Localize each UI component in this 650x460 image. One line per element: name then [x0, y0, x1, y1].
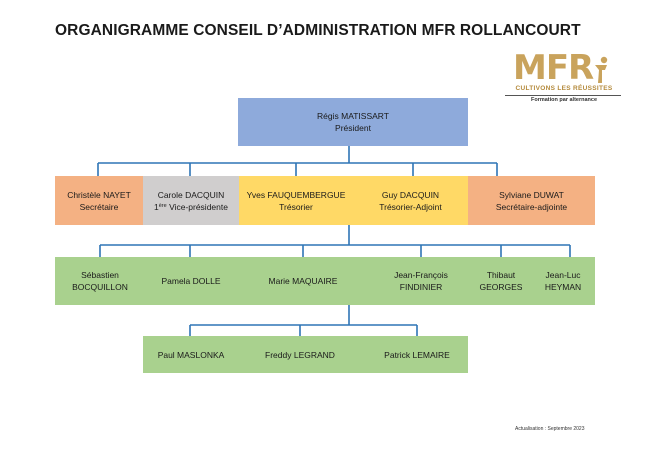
- role-rest: Vice-présidente: [166, 201, 228, 212]
- officer-name: Guy DACQUIN: [381, 189, 440, 200]
- page-title: ORGANIGRAMME CONSEIL D’ADMINISTRATION MF…: [55, 22, 581, 39]
- members-row2-band: [143, 336, 468, 373]
- president-role: Président: [335, 123, 371, 133]
- logo-person-icon: [595, 56, 608, 83]
- member-box: Paul MASLONKA: [143, 336, 239, 373]
- logo-subtitle: Formation par alternance: [530, 97, 598, 103]
- member-name: Pamela DOLLE: [161, 276, 221, 286]
- update-note: Actualisation : Septembre 2023: [515, 426, 585, 432]
- member-first-line: Sébastien: [81, 270, 119, 280]
- role-superscript: ère: [158, 202, 167, 209]
- officer-name: Sylviane DUWAT: [499, 189, 564, 200]
- officer-name: Yves FAUQUEMBERGUE: [246, 189, 346, 200]
- officer-role: Trésorier: [279, 201, 313, 212]
- member-box: Marie MAQUAIRE: [243, 257, 363, 305]
- member-second-line: FINDINIER: [399, 282, 443, 292]
- member-box: Freddy LEGRAND: [250, 336, 350, 373]
- member-second-line: HEYMAN: [544, 282, 582, 292]
- members-row1-band: [55, 257, 595, 305]
- officer-role: Secrétaire-adjointe: [495, 201, 568, 212]
- member-name: Freddy LEGRAND: [265, 349, 335, 360]
- officer-box-vice-presidente: Carole DACQUIN 1ère Vice-présidente: [143, 176, 239, 225]
- member-second-line: GEORGES: [479, 282, 523, 292]
- member-first-line: Thibaut: [486, 270, 516, 280]
- member-box: Patrick LEMAIRE: [366, 336, 468, 373]
- president-name: Régis MATISSART: [317, 111, 389, 121]
- officer-name: Carole DACQUIN: [157, 189, 225, 200]
- member-box: Pamela DOLLE: [143, 257, 239, 305]
- member-name: Paul MASLONKA: [157, 349, 225, 360]
- officer-box-tresorier: Yves FAUQUEMBERGUE Trésorier: [239, 176, 353, 225]
- officer-box-tresorier-adjoint: Guy DACQUIN Trésorier-Adjoint: [353, 176, 468, 225]
- officer-role: Secrétaire: [79, 201, 119, 212]
- member-name: Marie MAQUAIRE: [268, 276, 338, 286]
- logo-divider: [505, 95, 621, 96]
- member-box: Jean-François FINDINIER: [370, 257, 472, 305]
- mfr-logo: MFR CULTIVONS LES RÉUSSITES Formation pa…: [503, 50, 623, 108]
- role-ordinal: 1: [154, 201, 159, 212]
- officer-role: Trésorier-Adjoint: [379, 201, 442, 212]
- officer-name: Christèle NAYET: [67, 189, 131, 200]
- logo-mark: MFR: [513, 48, 594, 88]
- officer-box-secretaire: Christèle NAYET Secrétaire: [55, 176, 143, 225]
- member-first-line: Jean-François: [394, 270, 448, 280]
- member-name: Patrick LEMAIRE: [384, 349, 450, 360]
- officer-box-secretaire-adjointe: Sylviane DUWAT Secrétaire-adjointe: [468, 176, 595, 225]
- officer-role: 1ère Vice-présidente: [154, 201, 228, 213]
- member-second-line: BOCQUILLON: [72, 282, 128, 292]
- member-first-line: Jean-Luc: [545, 270, 581, 280]
- president-box: Régis MATISSART Président: [238, 98, 468, 146]
- member-box: Thibaut GEORGES: [472, 257, 530, 305]
- member-box: Jean-Luc HEYMAN: [534, 257, 592, 305]
- logo-tagline: CULTIVONS LES RÉUSSITES: [515, 85, 613, 92]
- member-box: Sébastien BOCQUILLON: [57, 257, 143, 305]
